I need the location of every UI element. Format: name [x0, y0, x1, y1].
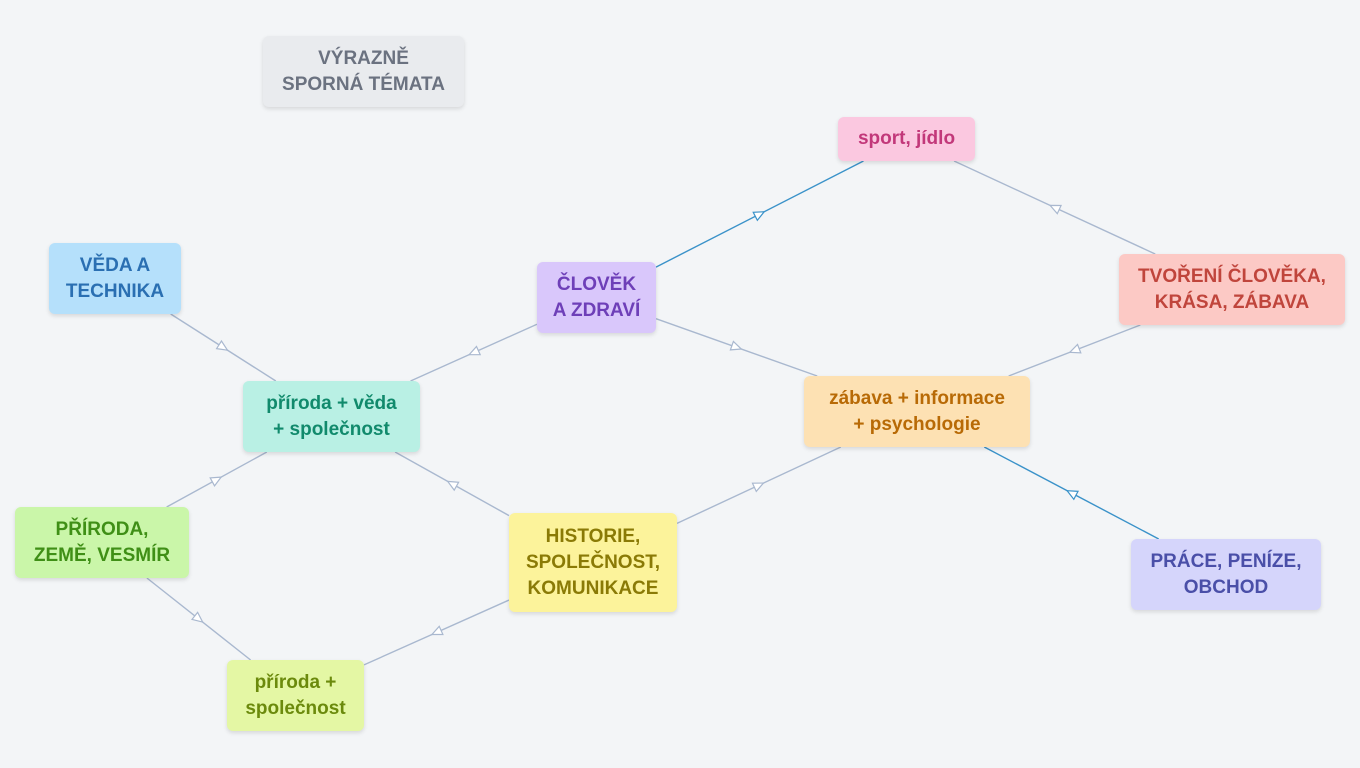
topic-zabava-informace-psychologie[interactable]: zábava + informace + psychologie	[804, 376, 1030, 447]
topic-sport-jidlo[interactable]: sport, jídlo	[838, 117, 975, 161]
topic-tvoreni-cloveka[interactable]: TVOŘENÍ ČLOVĚKA, KRÁSA, ZÁBAVA	[1119, 254, 1345, 325]
arrowhead-veda-prveda	[215, 339, 229, 351]
topic-priroda-zeme-vesmir[interactable]: PŘÍRODA, ZEMĚ, VESMÍR	[15, 507, 189, 578]
topic-vyrazne-sporna-temata[interactable]: VÝRAZNĚ SPORNÁ TÉMATA	[263, 36, 464, 107]
topic-historie-spolecnost-komunikace[interactable]: HISTORIE, SPOLEČNOST, KOMUNIKACE	[509, 513, 677, 612]
arrowhead-prace-zabava	[1065, 489, 1079, 501]
arrowhead-clovek-zabava	[729, 340, 743, 351]
arrowhead-historie-prspol	[430, 625, 444, 636]
arrowhead-tvoreni-sport	[1048, 204, 1063, 215]
arrowhead-historie-zabava	[751, 482, 765, 493]
topic-priroda-veda-spolecnost[interactable]: příroda + věda + společnost	[243, 381, 420, 452]
arrowhead-clovek-prveda	[467, 345, 482, 356]
topic-clovek-a-zdravi[interactable]: ČLOVĚK A ZDRAVÍ	[537, 262, 656, 333]
arrowhead-priroda-prspol	[190, 611, 204, 624]
arrowhead-clovek-sport	[752, 211, 766, 222]
arrowhead-historie-prveda	[446, 480, 460, 492]
arrowhead-tvoreni-zabava	[1068, 343, 1082, 354]
arrowhead-priroda-prveda	[209, 476, 223, 487]
topic-prace-penize-obchod[interactable]: PRÁCE, PENÍZE, OBCHOD	[1131, 539, 1321, 610]
topic-veda-a-technika[interactable]: VĚDA A TECHNIKA	[49, 243, 181, 314]
topic-priroda-spolecnost[interactable]: příroda + společnost	[227, 660, 364, 731]
